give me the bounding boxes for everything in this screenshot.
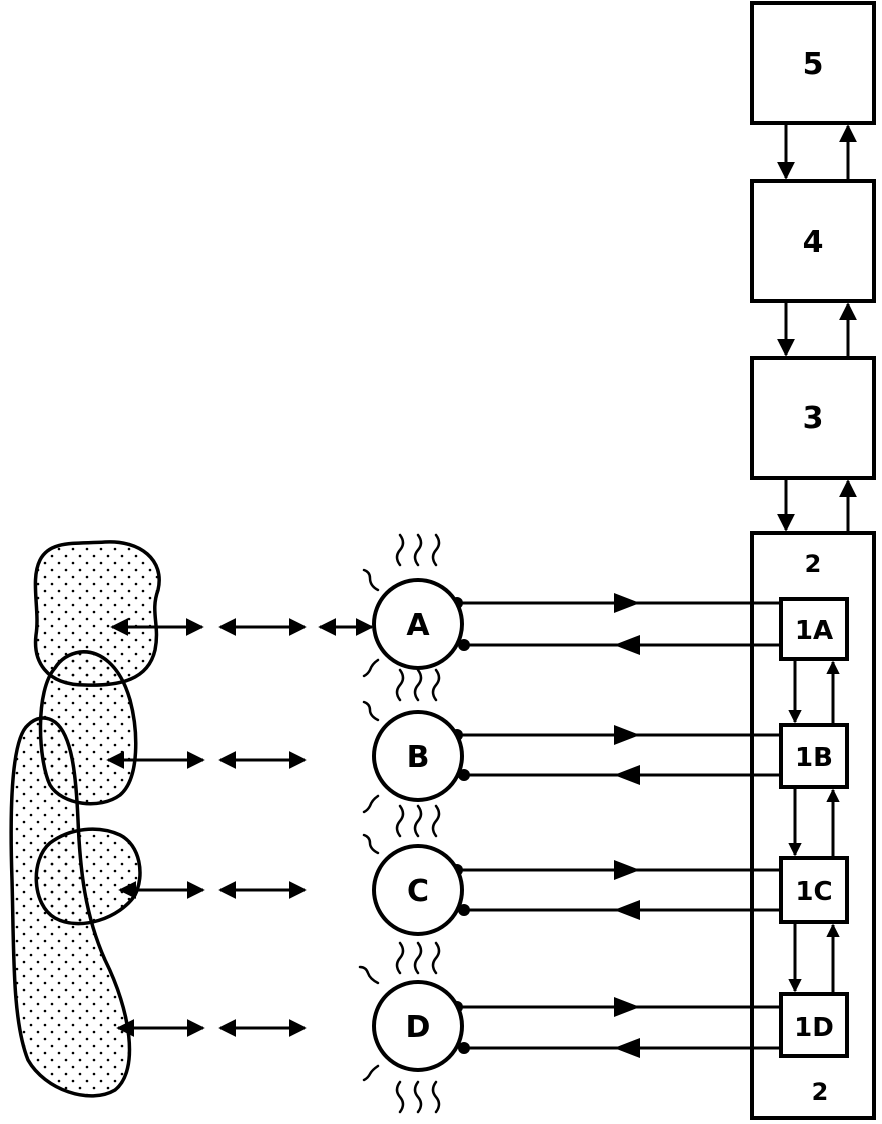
sub-unit-1c: 1C: [779, 856, 849, 924]
neuron-b-label: B: [407, 740, 430, 775]
block-3-label: 3: [803, 401, 824, 436]
receptive-fields: [9, 540, 161, 1098]
sub-unit-1a: 1A: [779, 597, 849, 661]
neuron-b: B: [362, 668, 464, 814]
sub-unit-1d-label: 1D: [794, 1013, 834, 1043]
block-5-label: 5: [803, 47, 824, 82]
connector-5-4: [777, 123, 857, 181]
neuron-c-label: C: [407, 874, 429, 909]
neuron-a: A: [362, 533, 464, 678]
neuron-d-label: D: [406, 1010, 431, 1045]
sub-unit-connectors: [788, 659, 840, 994]
sub-unit-1c-label: 1C: [795, 877, 832, 907]
neuron-d: D: [358, 941, 464, 1114]
signal-lines-b: [451, 725, 781, 785]
signal-lines-d: [451, 997, 781, 1058]
block-5: 5: [750, 1, 876, 125]
sub-unit-1b: 1B: [779, 723, 849, 789]
signal-lines-a: [451, 593, 781, 655]
connector-4-3: [777, 301, 857, 358]
signal-lines-c: [451, 860, 781, 920]
block-4: 4: [750, 179, 876, 303]
sub-unit-1a-label: 1A: [795, 616, 833, 646]
connector-3-2: [777, 478, 857, 533]
sub-unit-1b-label: 1B: [795, 743, 833, 773]
container-label-top: 2: [805, 550, 822, 578]
block-4-label: 4: [803, 225, 824, 260]
receptive-field-blob-1: [33, 540, 161, 687]
neuron-a-label: A: [406, 608, 430, 643]
sub-unit-1d: 1D: [779, 992, 849, 1058]
receptive-field-blob-3: [34, 827, 142, 926]
container-label-bottom: 2: [812, 1078, 829, 1106]
neuron-c: C: [362, 804, 464, 936]
block-3: 3: [750, 356, 876, 480]
